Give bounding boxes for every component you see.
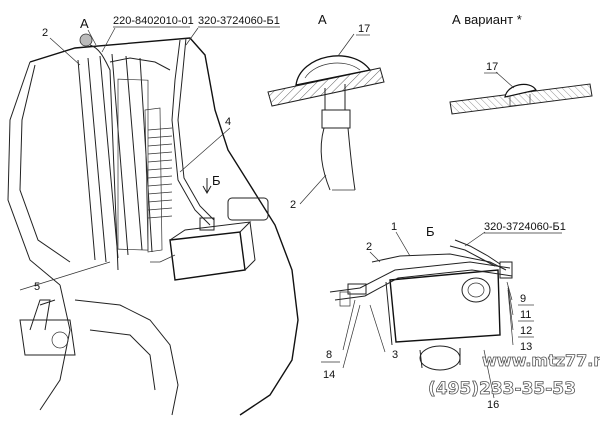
callout-11: 11	[520, 309, 531, 321]
callout-2-view-b: 2	[366, 241, 372, 253]
callout-2-view-a: 2	[290, 199, 296, 211]
callout-5: 5	[34, 281, 40, 293]
callout-2-left: 2	[42, 27, 48, 39]
cab-assembly-drawing	[7, 37, 299, 416]
part-number-220: 220-8402010-01	[113, 15, 194, 27]
callout-17-view-a: 17	[358, 23, 370, 35]
view-b-drawing: Б	[329, 224, 514, 399]
view-a-variant-title: А вариант *	[452, 12, 522, 27]
callout-16: 16	[487, 399, 499, 411]
view-a-title: А	[318, 12, 327, 27]
view-marker-b: Б	[212, 173, 221, 188]
view-marker-a: А	[80, 16, 89, 31]
watermark-phone: (495)233-35-53	[428, 379, 576, 399]
callout-9: 9	[520, 293, 526, 305]
part-number-320-right: 320-3724060-Б1	[484, 221, 566, 233]
view-b-title: Б	[426, 224, 435, 239]
callout-14: 14	[323, 369, 335, 381]
callout-4: 4	[225, 116, 231, 128]
left-leaders	[19, 27, 231, 291]
view-a-variant-drawing: А вариант *	[449, 12, 593, 115]
arrow-down-icon	[202, 185, 212, 195]
part-number-320-top: 320-3724060-Б1	[198, 15, 280, 27]
watermark-site: www.mtz77.ru	[482, 351, 600, 370]
callout-12: 12	[520, 325, 532, 337]
washer-tank	[150, 217, 256, 281]
callout-1: 1	[391, 221, 397, 233]
callout-8: 8	[326, 349, 332, 361]
nozzle-marker	[79, 33, 93, 47]
view-a-drawing: А	[267, 12, 385, 205]
callout-17-variant: 17	[486, 61, 498, 73]
callout-3: 3	[392, 349, 398, 361]
callout-13: 13	[520, 341, 532, 353]
